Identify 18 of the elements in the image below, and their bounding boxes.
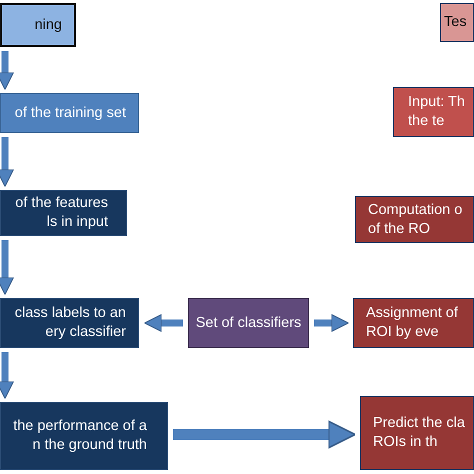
block-arrow [144, 314, 183, 332]
block-arrow [173, 420, 356, 448]
start-box: Tes [440, 3, 474, 42]
block-arrow [0, 352, 14, 399]
block-arrow [0, 240, 14, 295]
start-box: ning [0, 3, 76, 47]
process-box: Input: Th the te [393, 87, 474, 137]
classifier-set-box: Set of classifiers [188, 298, 309, 348]
block-arrow [0, 51, 14, 90]
process-box: of the features ls in input [0, 190, 127, 236]
process-box: Predict the cla ROIs in th [360, 396, 474, 470]
process-box: Computation o of the RO [355, 196, 474, 243]
process-box: of the training set [0, 93, 139, 133]
process-box: the performance of a n the ground truth [0, 402, 168, 470]
block-arrow [314, 314, 349, 332]
block-arrow [0, 137, 14, 187]
process-box: class labels to an ery classifier [0, 298, 139, 348]
process-box: Assignment of ROI by eve [353, 298, 474, 348]
